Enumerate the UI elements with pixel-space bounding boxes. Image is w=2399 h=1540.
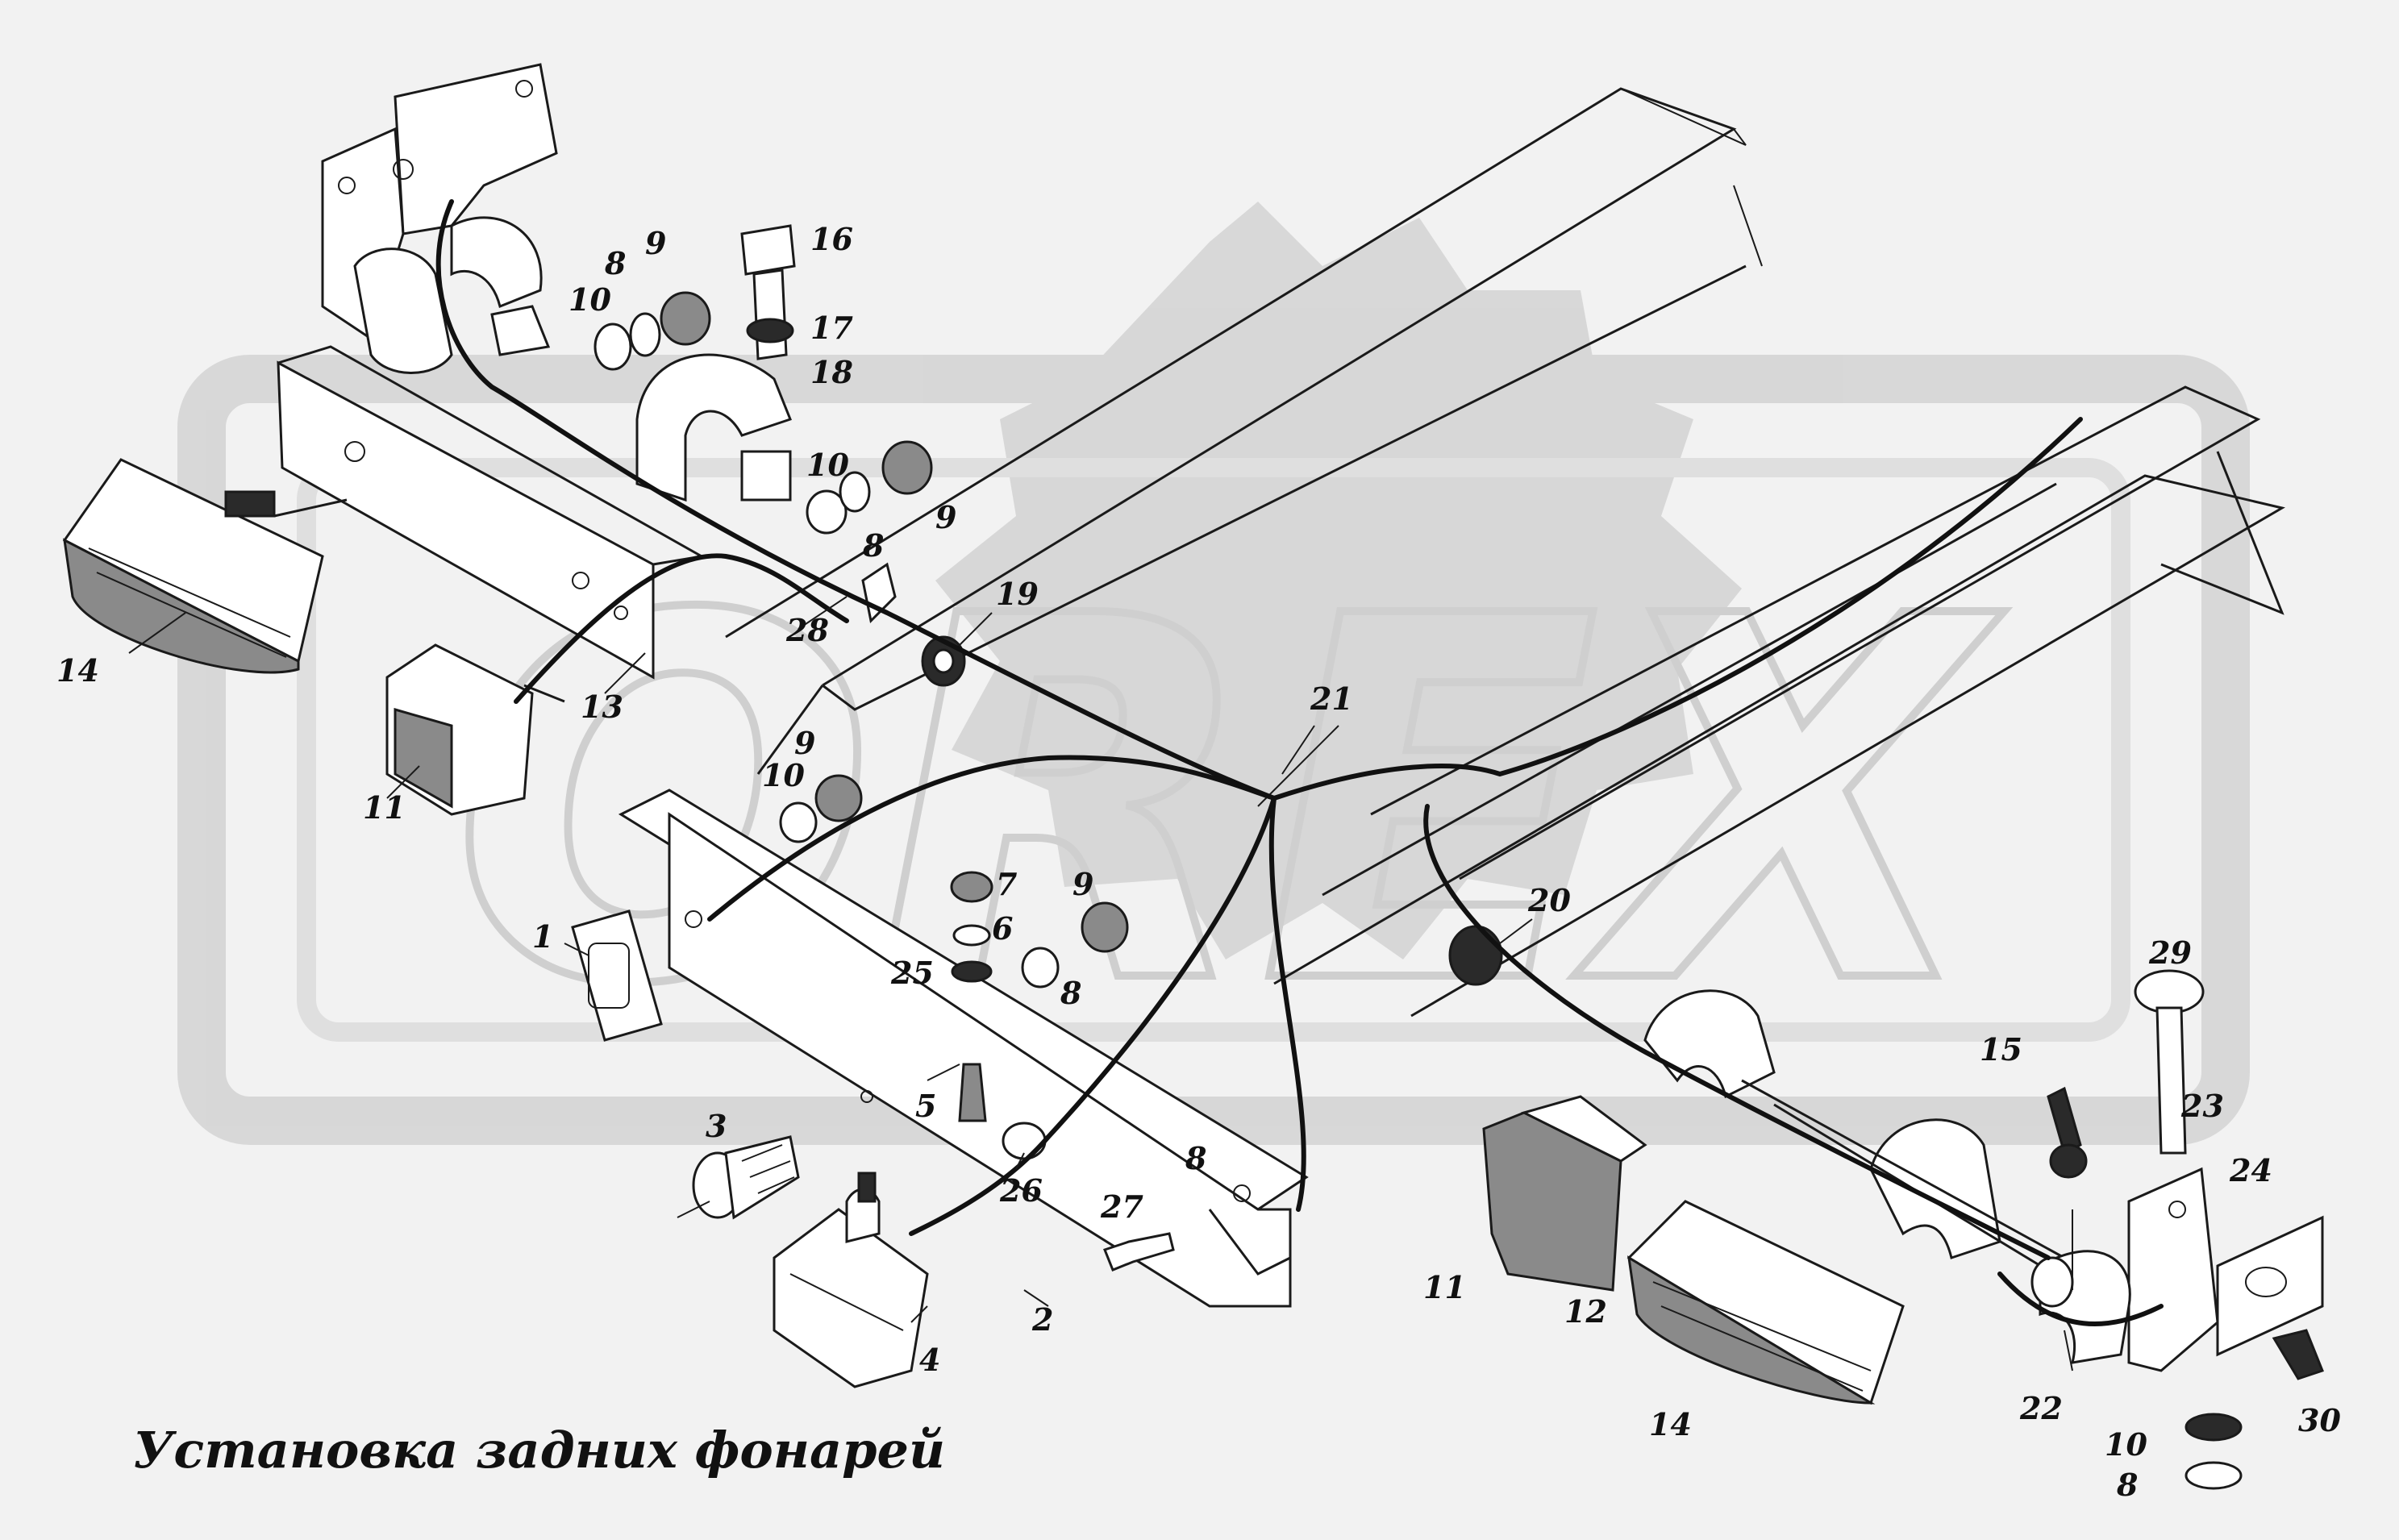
callout-20: 20: [1527, 882, 1571, 918]
callout-27: 27: [1100, 1188, 1143, 1225]
callout-18: 18: [810, 354, 853, 390]
callout-8-c: 8: [1060, 975, 1081, 1011]
washer-10e: [2185, 1413, 2243, 1442]
watermark-logo: OREX: [177, 202, 2250, 1145]
fasteners: [594, 224, 2324, 1490]
callout-29: 29: [2148, 934, 2192, 971]
upper-left-hanger-bracket: [321, 63, 558, 374]
callout-10-b: 10: [806, 447, 849, 483]
callout-10-a: 10: [569, 281, 611, 318]
washer-6: [952, 924, 991, 947]
spring-washer-8e: [2185, 1461, 2243, 1490]
callout-23: 23: [2180, 1088, 2224, 1124]
clamp-18: [490, 305, 792, 502]
nut-9a: [660, 291, 711, 346]
chassis-rail-lower: [1257, 385, 2286, 1018]
callout-5: 5: [915, 1088, 936, 1124]
socket-3: [677, 1135, 800, 1220]
callout-8-e: 8: [2116, 1467, 2138, 1503]
upper-cross-beam: [277, 345, 706, 680]
spring-washer-8c: [1021, 947, 1060, 989]
callout-28: 28: [785, 612, 829, 648]
rear-lamp-14-lower: [1626, 1200, 1905, 1405]
leader-lines: [128, 596, 2073, 1371]
callout-9-c: 9: [794, 725, 815, 761]
rear-lamp-14-upper: [62, 458, 348, 674]
washer-25: [951, 960, 993, 983]
elbow-connector-22: [2030, 1250, 2131, 1364]
lower-cross-beam: [618, 789, 1309, 1308]
nut-7: [950, 871, 993, 903]
bracket-23: [2127, 1167, 2219, 1372]
callout-8-b: 8: [862, 527, 884, 564]
callout-16: 16: [810, 221, 853, 257]
nut-9b: [881, 440, 933, 495]
callout-8-a: 8: [604, 245, 626, 281]
callout-9-d: 9: [1072, 866, 1093, 902]
bolt-5: [958, 1063, 987, 1122]
callout-8-d: 8: [1185, 1140, 1206, 1176]
lamp-4: [773, 1172, 929, 1388]
callout-22: 22: [2019, 1390, 2063, 1426]
callout-9-a: 9: [645, 225, 666, 261]
callout-15: 15: [1980, 1031, 2022, 1068]
spring-washer-8b: [839, 471, 871, 513]
callout-1: 1: [532, 918, 553, 955]
callout-24: 24: [2229, 1152, 2272, 1188]
callout-10-c: 10: [762, 757, 805, 793]
callout-6: 6: [992, 910, 1013, 947]
watermark-text: OREX: [452, 513, 2005, 1094]
connector-1: [571, 909, 663, 1042]
side-lamp-11-upper: [385, 643, 565, 816]
screw-30: [2272, 1329, 2324, 1380]
callout-11-upper: 11: [363, 789, 406, 826]
washer-10a: [594, 323, 632, 371]
clip-15: [2047, 1086, 2082, 1155]
bolt-29-head: [2134, 969, 2205, 1014]
nut-9d: [1081, 901, 1129, 953]
callout-21: 21: [1310, 681, 1353, 717]
side-lamp-11-lower: [1482, 1095, 1647, 1292]
screw-27: [1103, 1232, 1175, 1272]
plate-24: [2216, 1215, 2324, 1357]
washer-10b: [806, 489, 848, 535]
watermark-inner-frame: [297, 458, 2130, 1042]
callout-3: 3: [706, 1108, 727, 1144]
callout-11-lower: 11: [1423, 1269, 1466, 1305]
chassis-rail-upper: [725, 87, 1763, 775]
callout-2: 2: [1031, 1301, 1053, 1338]
callout-19: 19: [996, 576, 1039, 612]
spring-washer-8a: [629, 312, 661, 357]
callout-12: 12: [1564, 1293, 1607, 1330]
nut-20: [1448, 925, 1503, 986]
callout-9-b: 9: [935, 499, 956, 535]
wiring-harness-21: [435, 199, 2164, 1327]
callout-30: 30: [2298, 1402, 2341, 1438]
diagram-title: Установка задних фонарей: [133, 1421, 945, 1480]
callout-14-upper: 14: [56, 652, 99, 689]
washer-10c: [779, 801, 818, 843]
callout-25: 25: [890, 955, 934, 991]
callout-14-lower: 14: [1649, 1406, 1692, 1442]
callout-7: 7: [996, 866, 1017, 902]
callout-26: 26: [999, 1172, 1043, 1209]
callout-13: 13: [581, 689, 623, 725]
callout-10-e: 10: [2105, 1426, 2147, 1463]
callout-17: 17: [810, 310, 853, 346]
bolt-29-shank: [2155, 1006, 2187, 1155]
callout-labels: 14 13 11 10 8 9 16 17 18 10 8 9 28 19 9 …: [56, 221, 2341, 1503]
washer-17: [746, 318, 794, 343]
nut-9c: [814, 774, 863, 822]
callout-4: 4: [919, 1342, 940, 1378]
